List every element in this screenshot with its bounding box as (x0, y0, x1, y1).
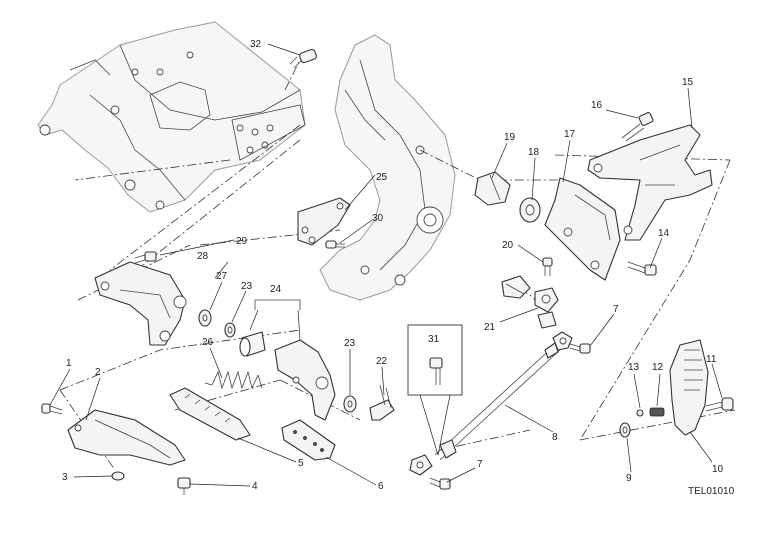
callout-23-right: 23 (344, 338, 356, 349)
bush-25 (239, 331, 266, 357)
detail-box-31 (407, 324, 463, 456)
callout-8: 8 (552, 432, 558, 443)
washer-27 (198, 309, 212, 327)
clip-3 (111, 471, 125, 481)
gear-lever-25 (249, 299, 336, 421)
bracket-28 (94, 261, 187, 346)
callout-10: 10 (712, 464, 724, 475)
callout-6: 6 (378, 481, 384, 492)
screw-7-lower (429, 477, 451, 490)
bush-19 (474, 171, 511, 206)
callout-11: 11 (706, 354, 717, 365)
callout-12: 12 (652, 362, 664, 373)
callout-9: 9 (626, 473, 632, 484)
callout-14: 14 (658, 228, 670, 239)
callout-13: 13 (628, 362, 640, 373)
callout-32: 32 (250, 39, 262, 50)
screw-1 (41, 403, 63, 415)
bolt-16 (621, 112, 654, 142)
callout-21: 21 (484, 322, 496, 333)
screw-29 (134, 251, 157, 264)
main-frame (37, 21, 306, 213)
screw-32 (289, 48, 317, 69)
callout-26: 26 (202, 337, 214, 348)
bracket-15 (587, 124, 713, 241)
callout-4: 4 (252, 481, 258, 492)
callout-16: 16 (591, 100, 603, 111)
plate-24 (297, 197, 351, 246)
spring-26 (204, 370, 263, 390)
bolt-11 (705, 397, 734, 412)
callout-7-lower: 7 (477, 459, 483, 470)
callout-18: 18 (528, 147, 540, 158)
screw-30 (325, 240, 345, 249)
callout-17: 17 (564, 129, 576, 140)
callout-31: 31 (428, 334, 440, 345)
callout-5: 5 (298, 458, 304, 469)
rubber-pad-6 (281, 419, 336, 461)
heel-guard-2 (67, 409, 186, 466)
callout-22: 22 (376, 356, 388, 367)
callout-labels: 32 25 30 19 18 17 15 16 14 20 21 7 8 7 3… (62, 39, 724, 492)
callout-28: 28 (197, 251, 209, 262)
heel-guard-17 (544, 177, 621, 281)
callout-27: 27 (216, 271, 228, 282)
callout-23-left: 23 (241, 281, 253, 292)
screw-20 (542, 257, 553, 276)
screw-4 (177, 477, 191, 495)
footpeg-5 (169, 387, 251, 441)
callout-3: 3 (62, 472, 68, 483)
spring-12 (649, 407, 665, 417)
screw-7-upper (569, 343, 591, 354)
callout-15: 15 (682, 77, 694, 88)
washer-23-left (224, 322, 236, 338)
callout-19: 19 (504, 132, 516, 143)
callout-2: 2 (95, 367, 101, 378)
bolt-14 (627, 261, 657, 276)
callout-24: 25 (376, 172, 388, 183)
rod-end-21 (501, 275, 559, 329)
washer-23-right (343, 395, 357, 413)
callout-20: 20 (502, 240, 514, 251)
callout-25: 24 (270, 284, 282, 295)
callout-29: 29 (236, 236, 248, 247)
washer-9 (619, 422, 631, 438)
callout-30: 30 (372, 213, 384, 224)
linkage-rod-8 (409, 331, 573, 476)
callout-7-upper: 7 (613, 304, 619, 315)
diagram-code: TEL01010 (688, 486, 735, 497)
bush-18 (519, 197, 541, 223)
footpeg-10 (669, 339, 709, 436)
callout-1: 1 (66, 358, 72, 369)
pivot-pin-22 (369, 384, 395, 421)
rear-hanger-frame (319, 34, 456, 301)
ball-13 (636, 409, 644, 417)
leader-lines (49, 43, 723, 487)
